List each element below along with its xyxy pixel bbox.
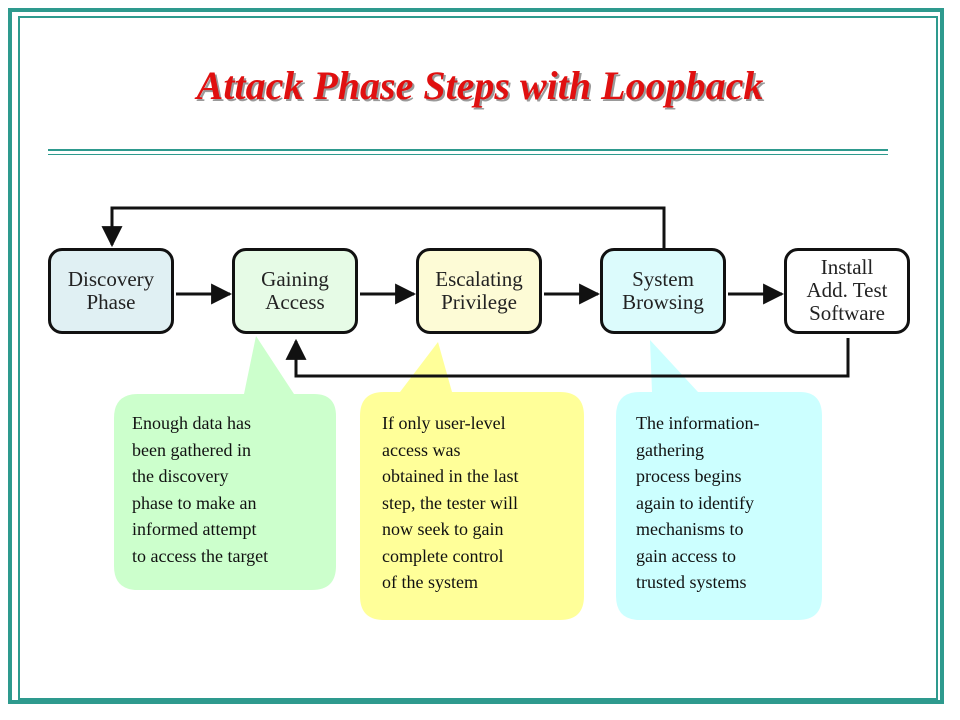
callout-gaining-access: Enough data has been gathered in the dis… bbox=[132, 413, 269, 566]
slide-title: Attack Phase Steps with Loopback bbox=[196, 63, 764, 108]
title-rule-top bbox=[48, 149, 888, 151]
callout-3-bubble bbox=[616, 340, 822, 620]
callout-escalating-privilege: If only user-level access was obtained i… bbox=[382, 413, 519, 592]
callout-2-bubble bbox=[360, 342, 584, 620]
callout-1-bubble bbox=[114, 336, 336, 590]
title-rule-bottom bbox=[48, 154, 888, 155]
inner-frame bbox=[18, 16, 938, 700]
callout-system-browsing: The information- gathering process begin… bbox=[636, 413, 760, 592]
loopback-install-to-gaining bbox=[285, 338, 850, 378]
outer-frame bbox=[8, 8, 944, 704]
loopback-browsing-to-discovery bbox=[101, 206, 666, 250]
